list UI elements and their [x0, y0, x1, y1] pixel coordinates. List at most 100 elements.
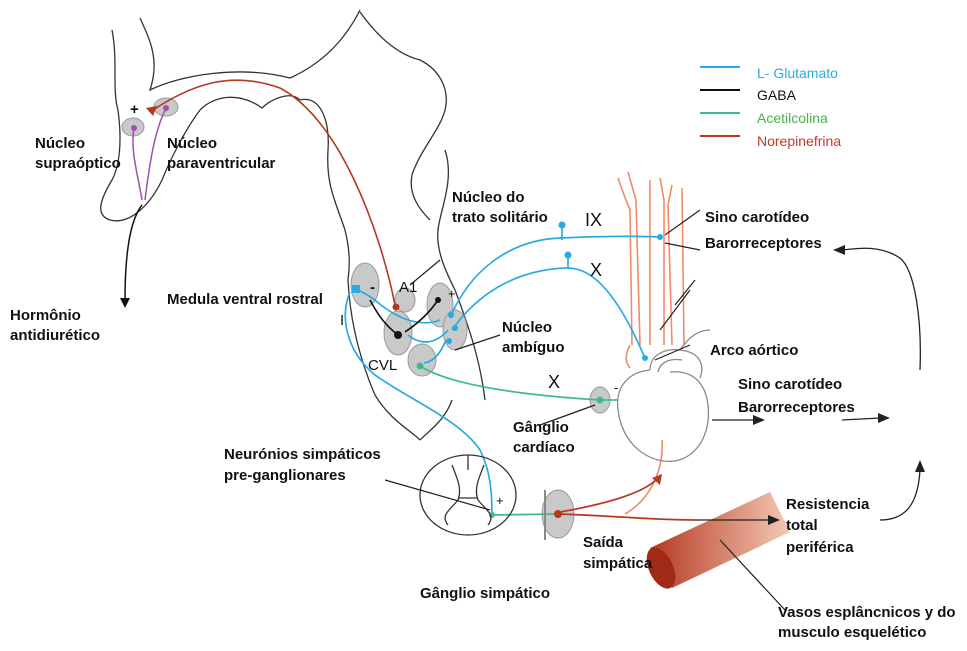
aorta-shape	[650, 350, 702, 378]
leader-vessels	[720, 540, 785, 610]
baro-mid-arrowhead	[878, 413, 890, 423]
aortic-arch-curve	[626, 345, 630, 368]
nts-gaba-cell	[435, 297, 441, 303]
heart-right-arrowhead	[753, 415, 765, 425]
carotid-line-4	[660, 178, 664, 345]
sympathetic-ganglion-cell	[554, 510, 562, 518]
leader-carotid-dash	[660, 280, 695, 330]
cord-to-sympathetic-ganglion	[492, 514, 558, 515]
spinal-gray-matter	[445, 465, 491, 525]
legend-label-acetylcholine: Acetilcolina	[757, 110, 828, 126]
brain-outline-third-ventricle	[200, 96, 300, 110]
carotid-receptor-dot	[657, 234, 663, 240]
heart-shape	[618, 370, 709, 461]
mark-plus-hypothalamus: +	[130, 101, 139, 118]
heart-outline	[618, 330, 710, 461]
mark-x-lower: X	[548, 372, 560, 392]
nts-cell-2	[452, 325, 458, 331]
label-preganglionic-2: pre-ganglionares	[224, 467, 346, 484]
mark-minus-rvlm: -	[370, 279, 375, 296]
label-supraoptic-2: supraóptico	[35, 155, 121, 172]
nts-cell-3	[446, 338, 452, 344]
ix-receptor-cell	[559, 222, 566, 229]
arrow-loop-up	[842, 248, 920, 370]
nts-to-cvl	[408, 330, 448, 342]
arrow-barorecept-mid	[842, 418, 880, 420]
ganglion-to-vessels	[558, 514, 700, 520]
label-carotid-top-2: Barorreceptores	[705, 235, 822, 252]
label-carotid-mid-2: Barorreceptores	[738, 399, 855, 416]
label-paraventricular-1: Núcleo	[167, 135, 217, 152]
ganglion-to-heart	[560, 480, 656, 512]
legend-label-glutamate: L- Glutamato	[757, 65, 838, 81]
label-vessels-1: Vasos esplâncnicos y do	[778, 604, 956, 621]
label-cardiac-ganglion-1: Gânglio	[513, 419, 569, 436]
paraventricular-axon	[145, 108, 166, 200]
brain-outline	[101, 10, 485, 440]
leader-preganglionic	[385, 480, 490, 510]
label-sympathetic-out-1: Saída	[583, 534, 624, 551]
ambiguus-cell	[417, 363, 424, 370]
adh-arrowhead	[120, 298, 130, 308]
label-carotid-mid-1: Sino carotídeo	[738, 376, 842, 393]
carotid-line-2	[628, 172, 640, 345]
label-resistance-1: Resistencia	[786, 496, 870, 513]
label-aortic-arch: Arco aórtico	[710, 342, 798, 359]
sympathetic-outflow	[558, 480, 700, 520]
label-cardiac-ganglion-2: cardíaco	[513, 439, 575, 456]
label-resistance-2: total	[786, 517, 818, 534]
brain-outline-midbrain	[300, 99, 349, 280]
label-a1: A1	[399, 279, 417, 296]
supraoptic-cell	[131, 125, 137, 131]
rvlm-to-cord	[345, 292, 492, 515]
label-antidiuretic-2: antidiurético	[10, 327, 100, 344]
mark-minus-cardiac: -	[614, 380, 618, 395]
label-vessels-2: musculo esquelético	[778, 624, 926, 641]
legend-label-gaba: GABA	[757, 87, 797, 103]
brain-outline-hypothalamus	[101, 30, 200, 221]
adh-release-arrow	[125, 205, 142, 300]
mark-plus-cord: +	[496, 493, 504, 508]
supraoptic-axon	[133, 128, 142, 200]
legend: L- Glutamato GABA Acetilcolina Norepinef…	[700, 65, 841, 149]
brain-outline-top	[140, 10, 360, 90]
legend-label-norepinephrine: Norepinefrina	[757, 133, 841, 149]
label-preganglionic-1: Neurónios simpáticos	[224, 446, 381, 463]
paraventricular-cell	[163, 105, 169, 111]
label-nts-1: Núcleo do	[452, 189, 525, 206]
a1-cell	[393, 304, 400, 311]
nts-cell-1	[448, 312, 454, 318]
label-ambiguus-1: Núcleo	[502, 319, 552, 336]
cvl-cell	[394, 331, 402, 339]
glossopharyngeal-nerve	[450, 236, 660, 318]
label-carotid-top-1: Sino carotídeo	[705, 209, 809, 226]
blood-vessel	[641, 492, 790, 593]
arrow-loop-return	[880, 470, 920, 520]
brain-outline-cerebellum	[360, 12, 446, 220]
mark-ix: IX	[585, 210, 602, 230]
carotid-line-6	[682, 188, 684, 345]
label-sympathetic-out-2: simpática	[583, 555, 653, 572]
carotid-vessels	[618, 172, 684, 514]
carotid-line-5	[668, 185, 672, 345]
rvlm-cell	[352, 285, 360, 293]
aortic-receptor-dot	[642, 355, 648, 361]
mark-plus-nts: +	[448, 286, 456, 301]
cardiac-ganglion-cell	[597, 397, 604, 404]
loop-return-arrowhead	[833, 245, 845, 255]
label-paraventricular-2: paraventricular	[167, 155, 276, 172]
carotid-line-1	[618, 178, 632, 345]
x-receptor-cell	[565, 252, 572, 259]
label-cvl: CVL	[368, 357, 397, 374]
label-rvlm: Medula ventral rostral	[167, 291, 323, 308]
label-supraoptic-1: Núcleo	[35, 135, 85, 152]
label-ambiguus-2: ambíguo	[502, 339, 565, 356]
ambiguus-to-cardiac-ganglion	[420, 366, 600, 400]
mark-x-upper: X	[590, 260, 602, 280]
label-antidiuretic-1: Hormônio	[10, 307, 81, 324]
loop-up-arrowhead	[915, 460, 925, 472]
label-nts-2: trato solitário	[452, 209, 548, 226]
mark-i-rvlm: I	[340, 312, 344, 329]
